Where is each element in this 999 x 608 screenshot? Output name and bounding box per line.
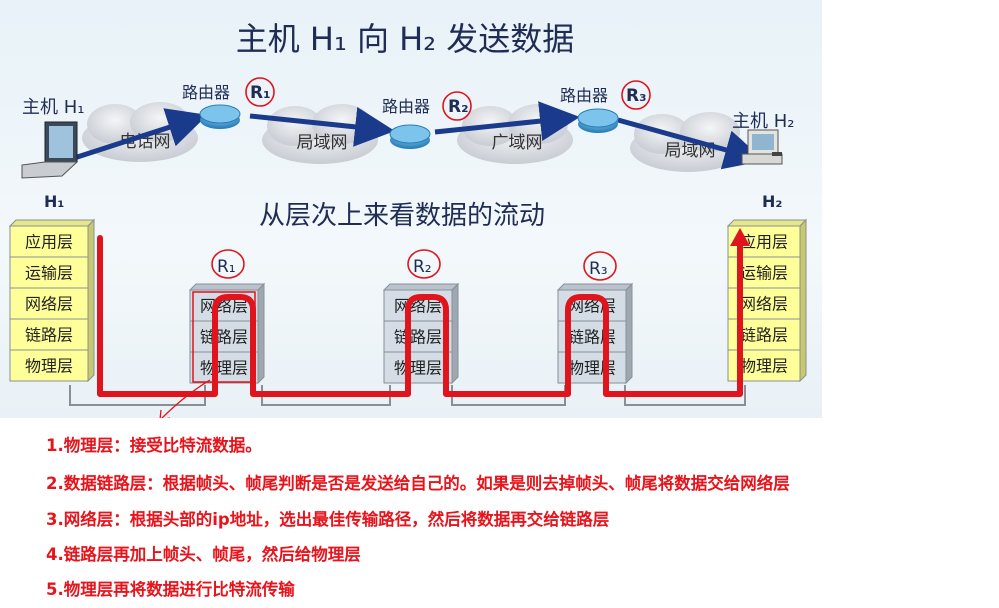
stack-side-face (451, 282, 459, 385)
layer-label: 应用层 (740, 233, 788, 252)
layer-label: 链路层 (25, 326, 73, 345)
pointer-arrow-icon (159, 379, 211, 421)
data-path-arrows (67, 101, 765, 170)
host2-label: 主机 H₂ (732, 111, 794, 132)
cloud-lan1-label: 局域网 (297, 133, 348, 153)
network-diagram: 主机 H₁ 向 H₂ 发送数据 电话网 局域网 广域网 局域网 主机 H₁ (8, 20, 808, 421)
router1-id: R₁ (250, 83, 271, 103)
layer-cell (9, 287, 89, 320)
stack-top-face (382, 283, 460, 291)
router3-prefix: 路由器 (560, 86, 608, 105)
layer-label: 网络层 (740, 295, 788, 314)
layer-label: 运输层 (740, 264, 788, 283)
layer-label: 运输层 (25, 264, 73, 283)
data-flow-line (97, 235, 743, 397)
layer-cell (9, 256, 89, 289)
main-title: 主机 H₁ 向 H₂ 发送数据 (236, 20, 574, 58)
host1-label: 主机 H₁ (22, 97, 84, 118)
layer-cell (383, 351, 453, 384)
stack-side-face (257, 282, 265, 385)
note-item: 2.数据链路层：根据帧头、帧尾判断是否是发送给自己的。如果是则去掉帧头、帧尾将数… (46, 474, 790, 493)
layer-label: 链路层 (394, 328, 442, 347)
router2-id: R₂ (448, 97, 469, 117)
router3-stack-label: R₃ (589, 259, 608, 279)
note-item: 3.网络层：根据头部的ip地址，选出最佳传输路径，然后将数据再交给链路层 (46, 510, 610, 529)
laptop-icon (21, 121, 79, 179)
layer-label: 应用层 (25, 233, 73, 252)
stack-top-face (726, 219, 808, 227)
note-item: 1.物理层：接受比特流数据。 (46, 436, 262, 455)
stack-h2-label: H₂ (762, 192, 782, 211)
router2-stack-label: R₂ (413, 257, 432, 277)
router-r1: 路由器 R₁ (182, 83, 271, 129)
stack-side-face (799, 218, 807, 383)
layer-label: 物理层 (394, 359, 442, 378)
cloud-lan-1: 局域网 (262, 104, 378, 164)
layer-cell (9, 318, 89, 351)
note-item: 4.链路层再加上帧头、帧尾，然后给物理层 (46, 545, 361, 564)
stack-side-face (625, 282, 633, 385)
layer-cell (189, 351, 259, 384)
annotation-highlight-box (192, 291, 256, 383)
stack-top-face (8, 219, 96, 227)
cloud-phone: 电话网 (82, 102, 198, 162)
layer-cell (9, 349, 89, 382)
cloud-wan-label: 广域网 (492, 133, 543, 153)
layer-label: 物理层 (200, 359, 248, 378)
router-r3: 路由器 R₃ (560, 86, 647, 133)
router3-id: R₃ (626, 86, 647, 106)
stack-top-face (188, 283, 266, 291)
layer-label: 物理层 (25, 357, 73, 376)
layer-subtitle: 从层次上来看数据的流动 (259, 201, 545, 231)
layer-label: 物理层 (740, 357, 788, 376)
layer-cell (9, 225, 89, 258)
layer-label: 链路层 (740, 326, 788, 345)
stack-top-face (556, 283, 634, 291)
stack-side-face (87, 218, 95, 383)
router1-prefix: 路由器 (182, 83, 230, 102)
diagram-panel: 主机 H₁ 向 H₂ 发送数据 电话网 局域网 广域网 局域网 主机 H₁ (0, 0, 822, 421)
router1-stack-label: R₁ (217, 257, 236, 277)
layer-label: 网络层 (25, 295, 73, 314)
computer-icon (741, 129, 783, 165)
cloud-wan: 广域网 (457, 104, 573, 164)
router2-prefix: 路由器 (382, 97, 430, 116)
layer-cell (383, 320, 453, 353)
note-item: 5.物理层再将数据进行比特流传输 (46, 580, 295, 599)
router-r2: 路由器 R₂ (382, 97, 469, 149)
layer-label: 链路层 (200, 328, 248, 347)
stack-h1-label: H₁ (44, 192, 64, 211)
layer-cell (189, 320, 259, 353)
flow-arrowhead-icon (730, 228, 750, 246)
annotation-circles (211, 77, 651, 281)
layer-label: 网络层 (200, 297, 248, 316)
